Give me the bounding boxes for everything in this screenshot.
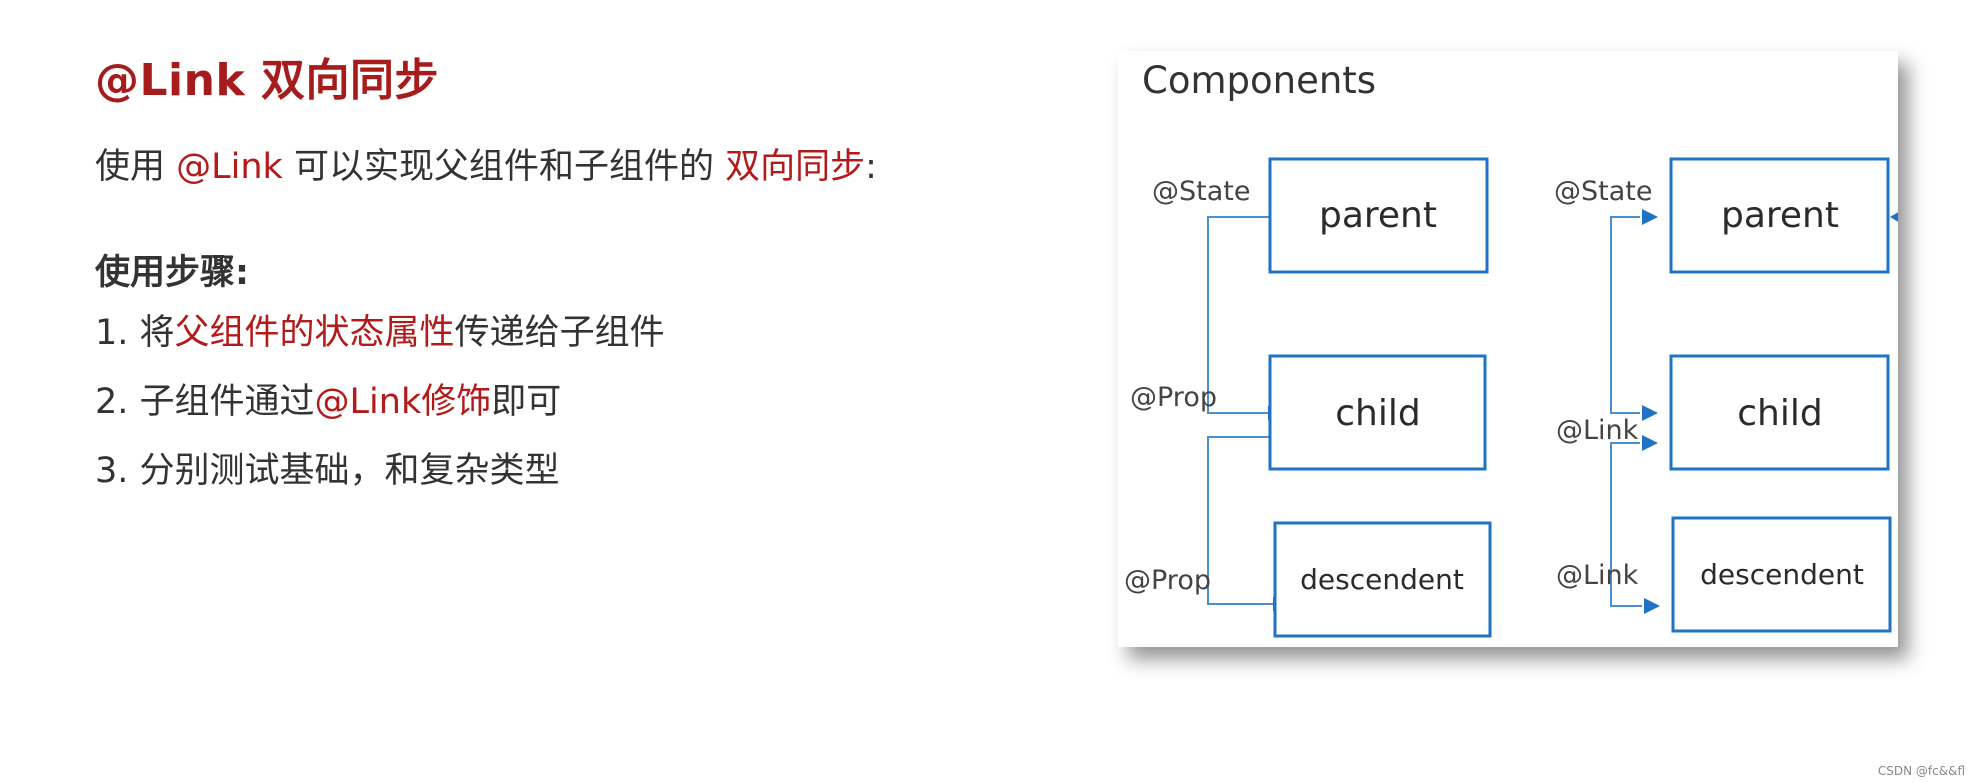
right-descendent-label: descendent xyxy=(1700,558,1864,591)
step-number: 2. xyxy=(95,382,140,422)
left-prop-child-label: @Prop xyxy=(1130,382,1217,413)
intro-middle: 可以实现父组件和子组件的 xyxy=(282,147,726,187)
step-item: 1. 将父组件的状态属性传递给子组件 xyxy=(95,308,665,377)
right-link-descendent-label: @Link xyxy=(1556,560,1639,591)
steps-heading: 使用步骤: xyxy=(95,253,249,293)
step-text-end: 传递给子组件 xyxy=(454,313,665,353)
steps-list: 1. 将父组件的状态属性传递给子组件 2. 子组件通过@Link修饰即可 3. … xyxy=(95,308,665,515)
left-child-box xyxy=(1268,354,1487,471)
intro-prefix: 使用 xyxy=(95,147,177,187)
right-arrow-descendent xyxy=(1644,598,1660,614)
intro-sync-highlight: 双向同步 xyxy=(725,147,866,187)
right-arrow-child-top xyxy=(1642,405,1658,421)
step-text: 子组件通过 xyxy=(139,382,315,422)
step-item: 2. 子组件通过@Link修饰即可 xyxy=(95,377,665,446)
step-highlight: @Link修饰 xyxy=(314,382,492,422)
right-parent-label: parent xyxy=(1721,195,1839,236)
right-state-label: @State xyxy=(1554,176,1652,207)
left-wire-child xyxy=(1207,436,1273,605)
left-prop-descendent-label: @Prop xyxy=(1124,565,1211,596)
intro-link-highlight: @Link xyxy=(176,147,283,187)
step-text: 分别测试基础，和复杂类型 xyxy=(139,451,560,491)
right-diagram: parent child descendent @State @Link @Li… xyxy=(1554,157,1898,633)
intro-suffix: : xyxy=(865,147,877,187)
right-arrow-offscreen xyxy=(1890,212,1898,222)
right-child-box xyxy=(1669,354,1890,471)
left-state-label: @State xyxy=(1152,176,1250,207)
step-highlight: 父组件的状态属性 xyxy=(174,313,455,353)
left-descendent-box xyxy=(1273,521,1492,638)
left-parent-label: parent xyxy=(1319,195,1437,236)
step-number: 3. xyxy=(95,451,140,491)
right-arrow-parent xyxy=(1642,209,1658,225)
right-parent-box xyxy=(1669,157,1890,274)
page-title: @Link 双向同步 xyxy=(95,55,440,106)
step-number: 1. xyxy=(95,313,140,353)
right-arrow-child-bottom xyxy=(1642,435,1658,451)
right-descendent-box xyxy=(1671,516,1892,633)
right-child-label: child xyxy=(1737,393,1822,434)
left-wire-parent xyxy=(1207,216,1270,414)
left-diagram: parent child descendent @State @Prop @Pr… xyxy=(1124,157,1492,638)
components-diagram: Components parent child descendent @Stat… xyxy=(1118,51,1898,647)
diagram-title: Components xyxy=(1142,59,1377,102)
right-wire-to-parent xyxy=(1610,216,1640,414)
watermark: CSDN @fc&&fl xyxy=(1877,764,1965,778)
step-text: 将 xyxy=(139,313,175,353)
step-item: 3. 分别测试基础，和复杂类型 xyxy=(95,446,665,515)
intro-text: 使用 @Link 可以实现父组件和子组件的 双向同步: xyxy=(95,138,877,189)
left-descendent-label: descendent xyxy=(1300,563,1464,596)
right-wire-to-descendent xyxy=(1610,442,1642,607)
left-child-label: child xyxy=(1335,393,1420,434)
right-link-child-label: @Link xyxy=(1556,415,1639,446)
left-parent-box xyxy=(1268,157,1489,274)
diagram-canvas: parent child descendent @State @Prop @Pr… xyxy=(1124,157,1898,638)
step-text-end: 即可 xyxy=(491,382,562,422)
